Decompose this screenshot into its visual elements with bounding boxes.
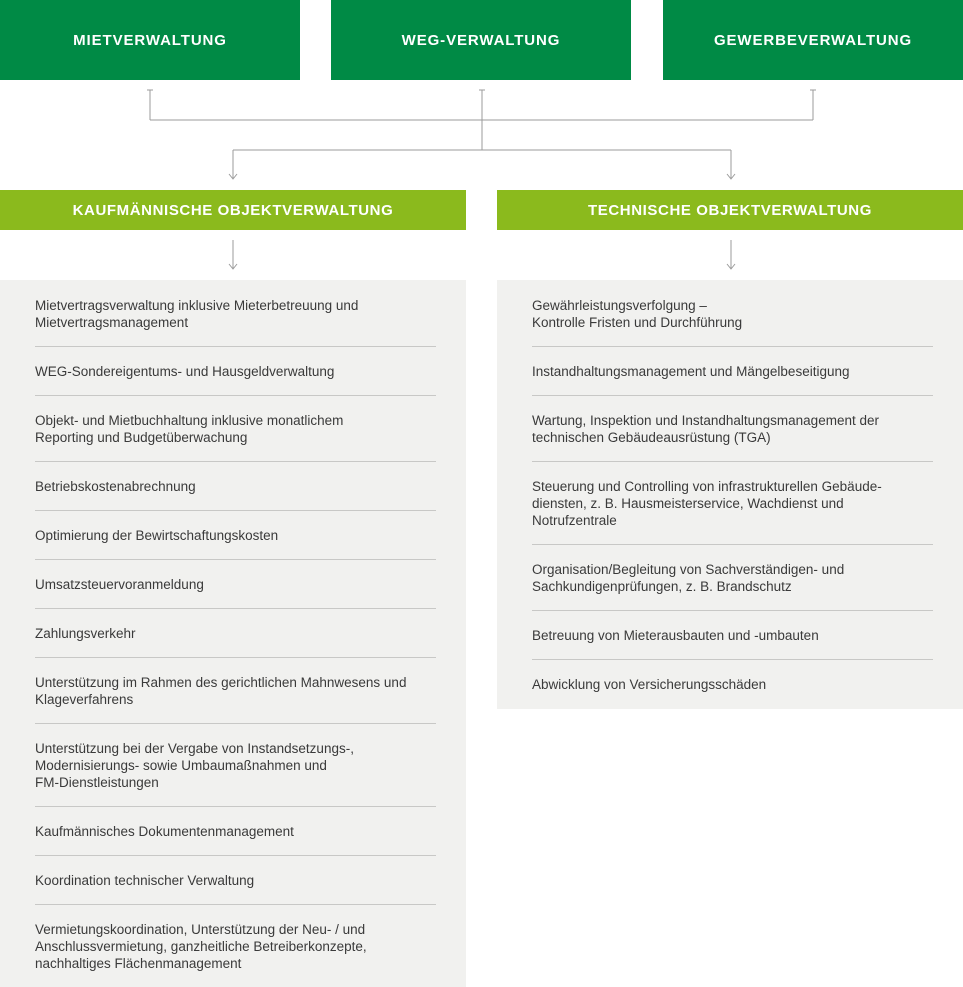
task-item: Koordination technischer Verwaltung xyxy=(35,856,436,905)
task-item: Umsatzsteuervoranmeldung xyxy=(35,560,436,609)
task-item: Vermietungskoordination, Unterstützung d… xyxy=(35,922,367,971)
box-gewerbeverwaltung: GEWERBEVERWALTUNG xyxy=(663,0,963,80)
technisch-task-list: Gewährleistungsverfolgung – Kontrolle Fr… xyxy=(497,280,963,709)
task-item: Wartung, Inspektion und Instandhaltungsm… xyxy=(532,396,933,462)
task-item: Zahlungsverkehr xyxy=(35,609,436,658)
task-item: Abwicklung von Versicherungsschäden xyxy=(532,677,767,692)
task-item: Unterstützung bei der Vergabe von Instan… xyxy=(35,724,436,807)
box-label: WEG-VERWALTUNG xyxy=(401,31,561,49)
task-item: Instandhaltungsmanagement und Mängelbese… xyxy=(532,347,933,396)
box-label: GEWERBEVERWALTUNG xyxy=(713,31,913,49)
task-item: Organisation/Begleitung von Sachverständ… xyxy=(532,545,933,611)
task-item: WEG-Sondereigentums- und Hausgeldverwalt… xyxy=(35,347,436,396)
task-item: Unterstützung im Rahmen des gerichtliche… xyxy=(35,658,436,724)
task-item: Optimierung der Bewirtschaftungskosten xyxy=(35,511,436,560)
task-item: Betreuung von Mieterausbauten und -umbau… xyxy=(532,611,933,660)
task-item: Steuerung und Controlling von infrastruk… xyxy=(532,462,933,545)
task-item: Kaufmännisches Dokumentenmanagement xyxy=(35,807,436,856)
box-label: TECHNISCHE OBJEKTVERWALTUNG xyxy=(588,201,872,219)
box-label: KAUFMÄNNISCHE OBJEKTVERWALTUNG xyxy=(72,201,394,219)
box-weg-verwaltung: WEG-VERWALTUNG xyxy=(331,0,631,80)
box-label: MIETVERWALTUNG xyxy=(73,31,227,49)
task-item: Gewährleistungsverfolgung – Kontrolle Fr… xyxy=(532,288,933,347)
task-item: Mietvertragsverwaltung inklusive Mieterb… xyxy=(35,288,436,347)
task-item: Objekt- und Mietbuchhaltung inklusive mo… xyxy=(35,396,436,462)
box-technische-objektverwaltung: TECHNISCHE OBJEKTVERWALTUNG xyxy=(497,190,963,230)
box-kaufmaennische-objektverwaltung: KAUFMÄNNISCHE OBJEKTVERWALTUNG xyxy=(0,190,466,230)
box-mietverwaltung: MIETVERWALTUNG xyxy=(0,0,300,80)
task-item: Betriebskostenabrechnung xyxy=(35,462,436,511)
kaufmaennisch-task-list: Mietvertragsverwaltung inklusive Mieterb… xyxy=(0,280,466,987)
